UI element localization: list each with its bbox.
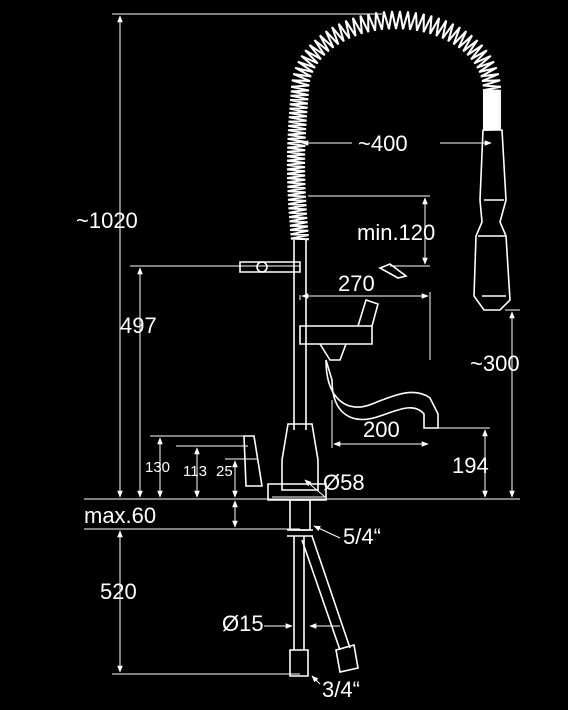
label-base-h1: 130: [145, 459, 170, 476]
label-lever-reach: 270: [338, 271, 375, 296]
label-hose-connection: 3/4“: [322, 677, 360, 702]
label-hose-diameter: Ø15: [222, 611, 264, 636]
faucet-column: [293, 240, 307, 430]
spring-coil: [286, 10, 502, 241]
supply-hose-right: [301, 535, 351, 651]
dimension-lines: [117, 15, 515, 685]
spout-mixer: [299, 325, 373, 345]
label-spout-reach: ~400: [358, 131, 408, 156]
base-lever: [243, 435, 263, 487]
label-shank-thread: 5/4“: [343, 524, 381, 549]
label-base-diameter: Ø58: [323, 470, 365, 495]
label-base-h3: 25: [216, 463, 233, 480]
label-base-h2: 113: [183, 463, 207, 480]
label-deck-thickness: max.60: [84, 503, 156, 528]
label-overall-height: ~1020: [76, 208, 138, 233]
label-spray-min: min.120: [357, 220, 435, 245]
faucet-outline: [239, 10, 511, 677]
label-below-deck: 520: [100, 579, 137, 604]
spray-head: [473, 129, 511, 311]
extension-lines: [84, 13, 520, 675]
label-handle-height: 497: [120, 313, 157, 338]
swivel-spout: [325, 359, 439, 429]
label-aerator-height: 194: [452, 453, 489, 478]
label-aerator-reach: 200: [363, 417, 400, 442]
supply-hose-left: [293, 536, 305, 650]
shank: [289, 499, 311, 531]
faucet-body: [281, 423, 319, 491]
spray-holder-arm: [239, 261, 301, 273]
dimension-labels: ~1020 ~400 min.120 497 270 ~300 200 194 …: [76, 131, 520, 702]
label-spray-hose: ~300: [470, 351, 520, 376]
